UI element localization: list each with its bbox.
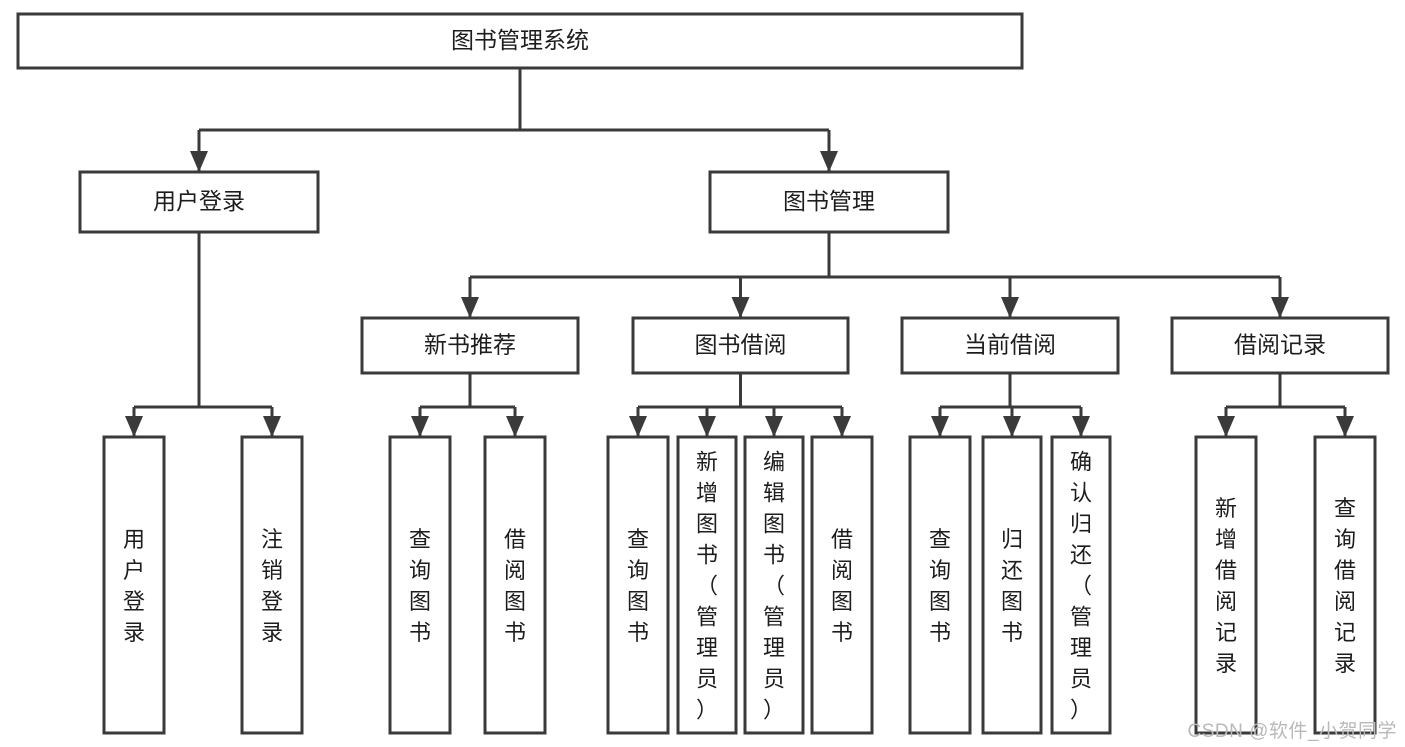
- arrow-head-icon: [263, 416, 281, 437]
- node-label-leaf-12: 新增借阅记录: [1215, 496, 1237, 676]
- arrow-head-icon: [411, 416, 429, 437]
- node-box-leaf-10[interactable]: [981, 435, 1043, 735]
- node-label-leaf-1: 用户登录: [123, 527, 145, 645]
- arrow-head-icon: [1271, 297, 1289, 318]
- arrow-head-icon: [1001, 297, 1019, 318]
- arrow-head-icon: [931, 416, 949, 437]
- arrow-head-icon: [1336, 416, 1354, 437]
- node-box-leaf-9[interactable]: [908, 435, 972, 735]
- node-label-leaf-8: 借阅图书: [831, 527, 853, 645]
- node-leaf-1[interactable]: 用户登录: [102, 435, 166, 735]
- arrow-head-icon: [765, 416, 783, 437]
- node-label-root: 图书管理系统: [451, 27, 589, 53]
- node-box-leaf-12[interactable]: [1194, 435, 1258, 735]
- connectors-layer: [125, 68, 1354, 437]
- node-leaf-5[interactable]: 查询图书: [606, 435, 670, 735]
- node-leaf-11[interactable]: 确认归还（管理员）: [1050, 435, 1112, 735]
- node-label-leaf-6: 新增图书（管理员）: [696, 450, 718, 723]
- arrow-head-icon: [461, 297, 479, 318]
- node-label-leaf-4: 借阅图书: [504, 527, 526, 645]
- node-label-borrow: 图书借阅: [695, 332, 787, 358]
- node-leaf-13[interactable]: 查询借阅记录: [1313, 435, 1377, 735]
- node-leaf-3[interactable]: 查询图书: [388, 435, 452, 735]
- node-box-leaf-11[interactable]: [1050, 435, 1112, 735]
- node-box-leaf-5[interactable]: [606, 435, 670, 735]
- node-leaf-4[interactable]: 借阅图书: [483, 435, 547, 735]
- node-label-records: 借阅记录: [1234, 332, 1326, 358]
- node-box-login[interactable]: [78, 170, 320, 234]
- node-login[interactable]: 用户登录: [78, 170, 320, 234]
- node-box-current[interactable]: [900, 316, 1120, 375]
- node-label-leaf-2: 注销登录: [261, 527, 283, 645]
- arrow-head-icon: [1003, 416, 1021, 437]
- arrow-head-icon: [698, 416, 716, 437]
- node-leaf-8[interactable]: 借阅图书: [810, 435, 874, 735]
- node-label-bookmgmt: 图书管理: [783, 188, 875, 214]
- node-box-leaf-6[interactable]: [676, 435, 738, 735]
- node-leaf-12[interactable]: 新增借阅记录: [1194, 435, 1258, 735]
- node-leaf-7[interactable]: 编辑图书（管理员）: [743, 435, 805, 735]
- node-box-borrow[interactable]: [631, 316, 850, 375]
- node-newbook[interactable]: 新书推荐: [360, 316, 580, 375]
- node-label-current: 当前借阅: [964, 332, 1056, 358]
- node-label-leaf-9: 查询图书: [929, 527, 951, 645]
- arrow-head-icon: [1072, 416, 1090, 437]
- arrow-head-icon: [833, 416, 851, 437]
- node-bookmgmt[interactable]: 图书管理: [708, 170, 950, 234]
- arrow-head-icon: [820, 151, 838, 172]
- node-box-newbook[interactable]: [360, 316, 580, 375]
- node-leaf-10[interactable]: 归还图书: [981, 435, 1043, 735]
- node-box-leaf-2[interactable]: [240, 435, 304, 735]
- node-box-leaf-1[interactable]: [102, 435, 166, 735]
- node-box-records[interactable]: [1170, 316, 1390, 375]
- node-label-leaf-13: 查询借阅记录: [1334, 496, 1356, 676]
- node-label-login: 用户登录: [153, 188, 245, 214]
- node-records[interactable]: 借阅记录: [1170, 316, 1390, 375]
- node-label-leaf-3: 查询图书: [409, 527, 431, 645]
- node-leaf-9[interactable]: 查询图书: [908, 435, 972, 735]
- arrow-head-icon: [190, 151, 208, 172]
- node-box-leaf-8[interactable]: [810, 435, 874, 735]
- node-box-leaf-13[interactable]: [1313, 435, 1377, 735]
- node-root[interactable]: 图书管理系统: [16, 12, 1024, 70]
- node-current[interactable]: 当前借阅: [900, 316, 1120, 375]
- node-label-newbook: 新书推荐: [424, 332, 516, 358]
- arrow-head-icon: [1217, 416, 1235, 437]
- node-borrow[interactable]: 图书借阅: [631, 316, 850, 375]
- node-label-leaf-7: 编辑图书（管理员）: [763, 450, 785, 723]
- arrow-head-icon: [731, 297, 750, 318]
- node-box-leaf-3[interactable]: [388, 435, 452, 735]
- arrow-head-icon: [506, 416, 524, 437]
- arrow-head-icon: [125, 416, 143, 437]
- node-label-leaf-10: 归还图书: [1001, 527, 1023, 645]
- node-label-leaf-11: 确认归还（管理员）: [1070, 450, 1092, 723]
- watermark-label: CSDN @软件_小贺同学: [1187, 721, 1397, 742]
- arrow-head-icon: [629, 416, 647, 437]
- nodes-layer: 图书管理系统用户登录图书管理新书推荐图书借阅当前借阅借阅记录用户登录注销登录查询…: [16, 12, 1390, 735]
- node-leaf-6[interactable]: 新增图书（管理员）: [676, 435, 738, 735]
- node-box-root[interactable]: [16, 12, 1024, 70]
- node-label-leaf-5: 查询图书: [627, 527, 649, 645]
- node-leaf-2[interactable]: 注销登录: [240, 435, 304, 735]
- node-box-bookmgmt[interactable]: [708, 170, 950, 234]
- node-box-leaf-4[interactable]: [483, 435, 547, 735]
- node-box-leaf-7[interactable]: [743, 435, 805, 735]
